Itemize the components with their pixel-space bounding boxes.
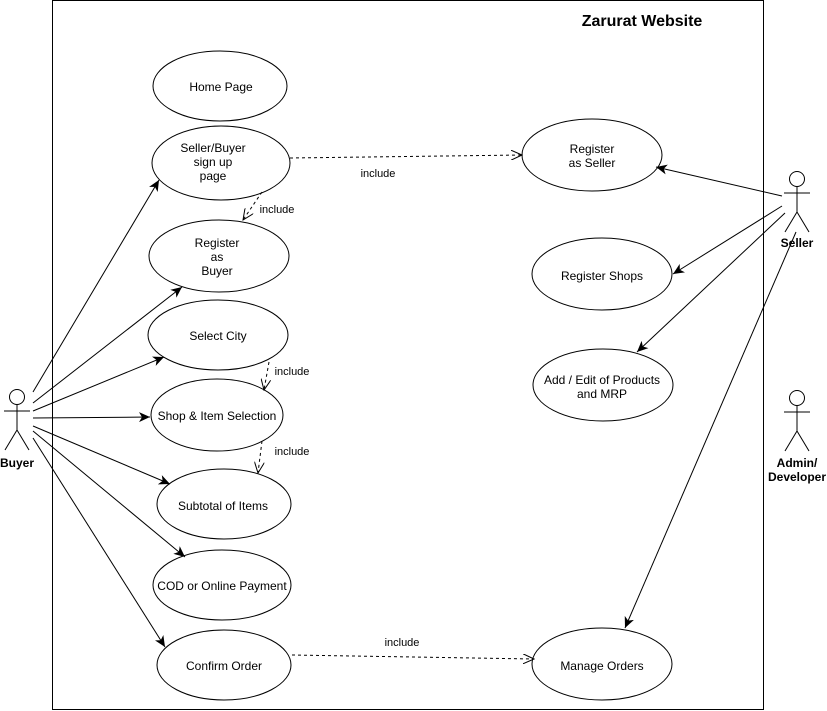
include-relationships <box>243 155 534 659</box>
use-case-payment[interactable]: COD or Online Payment <box>152 549 292 621</box>
include-city-shop <box>264 361 269 390</box>
text-line: Developer <box>768 470 826 484</box>
include-label-confirm-manage: include <box>385 637 420 649</box>
svg-text:COD or Online Payment: COD or Online Payment <box>157 579 287 593</box>
text-line: Register Shops <box>561 269 643 283</box>
text-line: Seller/Buyer <box>180 141 245 155</box>
actor-buyer-label: Buyer <box>0 456 34 470</box>
text-line: page <box>200 169 227 183</box>
text-line: Buyer <box>201 264 232 278</box>
actor-admin-developer[interactable] <box>784 390 810 452</box>
use-case-select-city[interactable]: Select City <box>147 299 289 371</box>
assoc-buyer-city <box>32 356 165 412</box>
text-line: Register <box>570 142 615 156</box>
assoc-seller-products <box>636 212 786 353</box>
svg-text:Shop & Item Selection: Shop & Item Selection <box>158 409 277 423</box>
text-line: Shop & Item Selection <box>158 409 277 423</box>
text-line: Admin/ <box>777 456 818 470</box>
actor-admin-label: Admin/Developer <box>768 456 826 484</box>
assoc-buyer-shop <box>32 412 151 423</box>
svg-text:Confirm Order: Confirm Order <box>186 659 262 673</box>
text-line: Register <box>195 236 240 250</box>
use-case-register-shops[interactable]: Register Shops <box>531 237 673 311</box>
text-line: Add / Edit of Products <box>544 373 660 387</box>
svg-text:Home Page: Home Page <box>189 80 253 94</box>
assoc-buyer-signup <box>32 179 160 393</box>
svg-text:Subtotal of Items: Subtotal of Items <box>178 499 268 513</box>
text-line: and MRP <box>577 387 627 401</box>
actor-buyer[interactable] <box>4 389 30 451</box>
actor-seller-head <box>789 171 805 187</box>
actor-admin-head <box>789 390 805 406</box>
actor-seller[interactable] <box>784 171 810 233</box>
svg-text:Manage Orders: Manage Orders <box>560 659 643 673</box>
include-label-signup-buyer: include <box>260 204 295 216</box>
text-line: Manage Orders <box>560 659 643 673</box>
text-line: as Seller <box>569 156 616 170</box>
use-case-confirm-order[interactable]: Confirm Order <box>156 629 292 701</box>
actor-seller-label: Seller <box>781 236 814 250</box>
buyer-associations <box>32 179 186 648</box>
use-case-manage-orders[interactable]: Manage Orders <box>531 627 673 701</box>
text-line: as <box>211 250 224 264</box>
system-title: Zarurat Website <box>582 13 703 30</box>
assoc-seller-orders <box>624 231 797 629</box>
include-label-signup-seller: include <box>361 168 396 180</box>
use-case-subtotal-items[interactable]: Subtotal of Items <box>156 468 292 540</box>
svg-text:Select City: Select City <box>189 329 246 343</box>
text-line: sign up <box>194 155 233 169</box>
assoc-buyer-payment <box>32 430 186 558</box>
include-signup-seller <box>289 155 522 158</box>
text-line: Confirm Order <box>186 659 262 673</box>
text-line: Home Page <box>189 80 253 94</box>
actor-buyer-head <box>9 389 25 405</box>
svg-text:Register Shops: Register Shops <box>561 269 643 283</box>
seller-associations <box>624 164 797 629</box>
include-label-city-shop: include <box>275 366 310 378</box>
text-line: Subtotal of Items <box>178 499 268 513</box>
assoc-buyer-confirm <box>32 437 166 648</box>
include-confirm-manage <box>291 655 534 659</box>
system-boundary <box>52 0 764 710</box>
assoc-seller-register <box>655 164 783 197</box>
text-line: Select City <box>189 329 246 343</box>
include-shop-subtotal <box>258 440 262 473</box>
use-case-home-page[interactable]: Home Page <box>152 50 288 122</box>
assoc-seller-shops <box>672 205 783 275</box>
assoc-buyer-register <box>32 286 183 404</box>
assoc-buyer-subtotal <box>32 425 171 485</box>
use-case-shop-item-selection[interactable]: Shop & Item Selection <box>150 378 284 452</box>
include-label-shop-subtotal: include <box>275 446 310 458</box>
text-line: COD or Online Payment <box>157 579 287 593</box>
